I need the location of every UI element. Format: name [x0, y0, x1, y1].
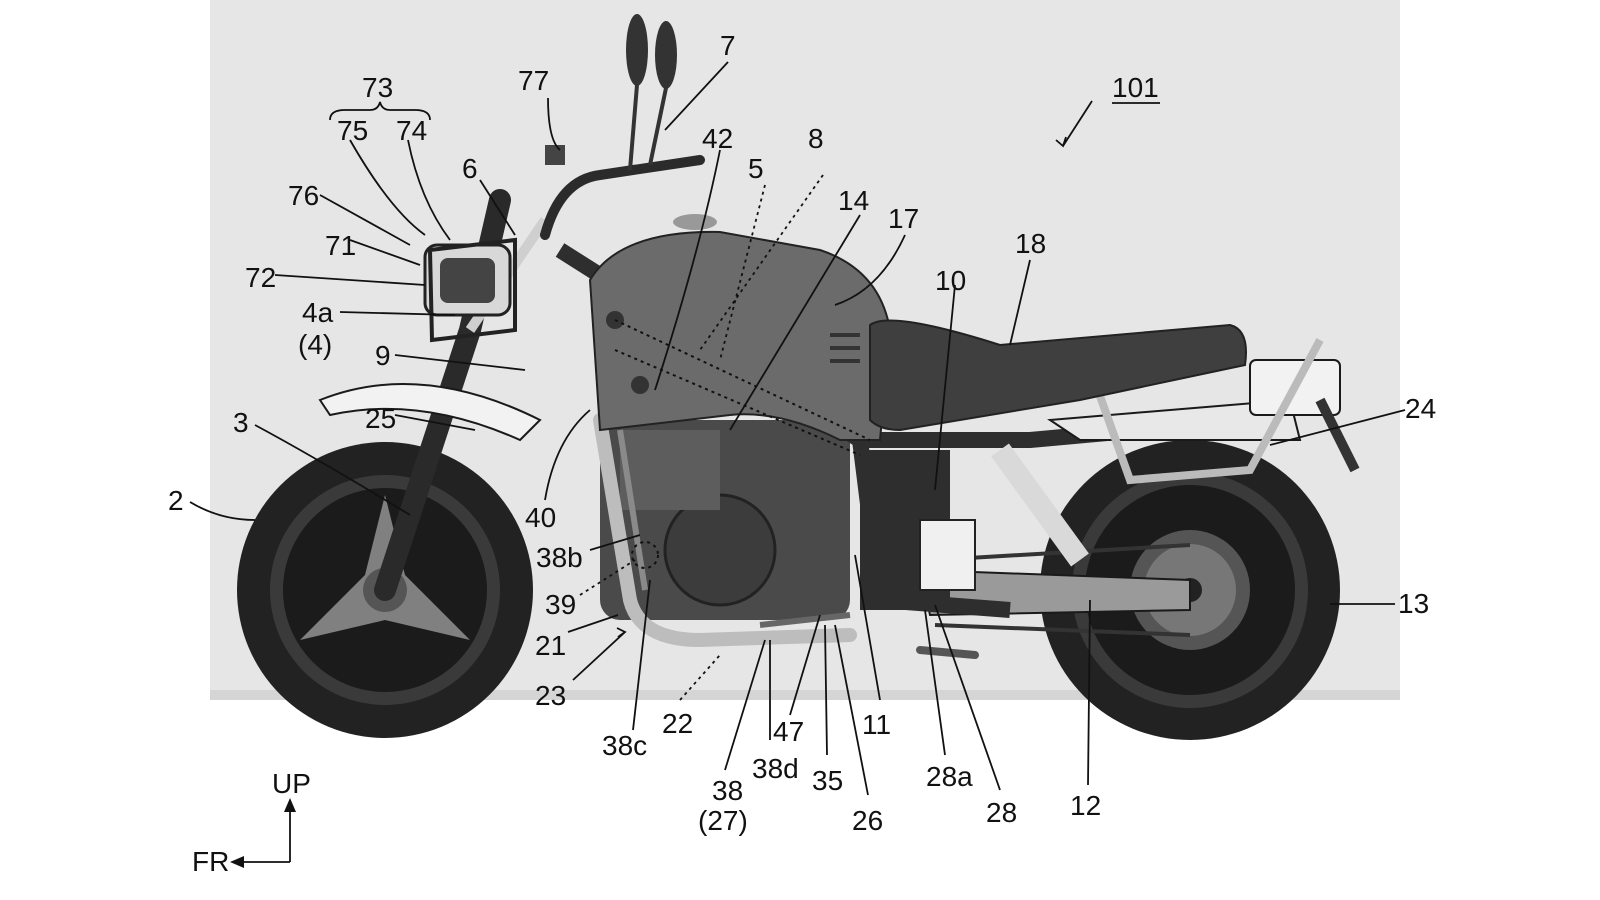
label-35: 35	[812, 765, 843, 796]
label-25: 25	[365, 403, 396, 434]
reference-labels: 101 UP FR 73 2 3 4a (4) 5 6 7 8 9 10 11 …	[168, 30, 1436, 877]
exhaust-pipe	[593, 413, 857, 648]
label-11: 11	[862, 709, 891, 740]
front-fender	[318, 383, 542, 442]
label-38c: 38c	[602, 730, 647, 761]
label-18: 18	[1015, 228, 1046, 259]
label-7: 7	[720, 30, 736, 61]
label-38: 38	[712, 775, 743, 806]
label-14: 14	[838, 185, 869, 216]
label-73: 73	[362, 72, 393, 103]
label-27-paren: (27)	[698, 805, 748, 836]
headlight-assembly	[423, 237, 517, 343]
label-74: 74	[396, 115, 427, 146]
label-40: 40	[525, 502, 556, 533]
label-22: 22	[662, 708, 693, 739]
mirror-right	[655, 21, 677, 89]
label-4a: 4a	[302, 297, 334, 328]
label-28a: 28a	[926, 761, 973, 792]
footrest	[916, 646, 979, 659]
label-21: 21	[535, 630, 566, 661]
label-76: 76	[288, 180, 319, 211]
label-23: 23	[535, 680, 566, 711]
label-9: 9	[375, 340, 391, 371]
floor-shadow	[210, 690, 1400, 700]
label-42: 42	[702, 123, 733, 154]
label-72: 72	[245, 262, 276, 293]
direction-indicator	[230, 798, 296, 868]
luggage-rack	[1076, 338, 1324, 485]
label-6: 6	[462, 153, 478, 184]
label-24: 24	[1405, 393, 1436, 424]
mirror-left	[626, 14, 648, 86]
label-10: 10	[935, 265, 966, 296]
label-77: 77	[518, 65, 549, 96]
label-5: 5	[748, 153, 764, 184]
label-26: 26	[852, 805, 883, 836]
label-101: 101	[1112, 72, 1159, 103]
label-38d: 38d	[752, 753, 799, 784]
label-39: 39	[545, 589, 576, 620]
label-75: 75	[337, 115, 368, 146]
label-2: 2	[168, 485, 184, 516]
label-28: 28	[986, 797, 1017, 828]
label-47: 47	[773, 716, 804, 747]
label-fr: FR	[192, 846, 229, 877]
leader-lines	[189, 61, 1406, 796]
label-71: 71	[325, 230, 356, 261]
label-8: 8	[808, 123, 824, 154]
label-4-paren: (4)	[298, 329, 332, 360]
label-12: 12	[1070, 790, 1101, 821]
motorcycle	[237, 14, 1360, 740]
seat	[869, 319, 1247, 432]
handlebar	[540, 155, 705, 240]
label-38b: 38b	[536, 542, 583, 573]
rear-shock	[991, 443, 1089, 567]
label-3: 3	[233, 407, 249, 438]
label-17: 17	[888, 203, 919, 234]
label-13: 13	[1398, 588, 1429, 619]
brake-pedal	[759, 612, 851, 628]
label-up: UP	[272, 768, 311, 799]
